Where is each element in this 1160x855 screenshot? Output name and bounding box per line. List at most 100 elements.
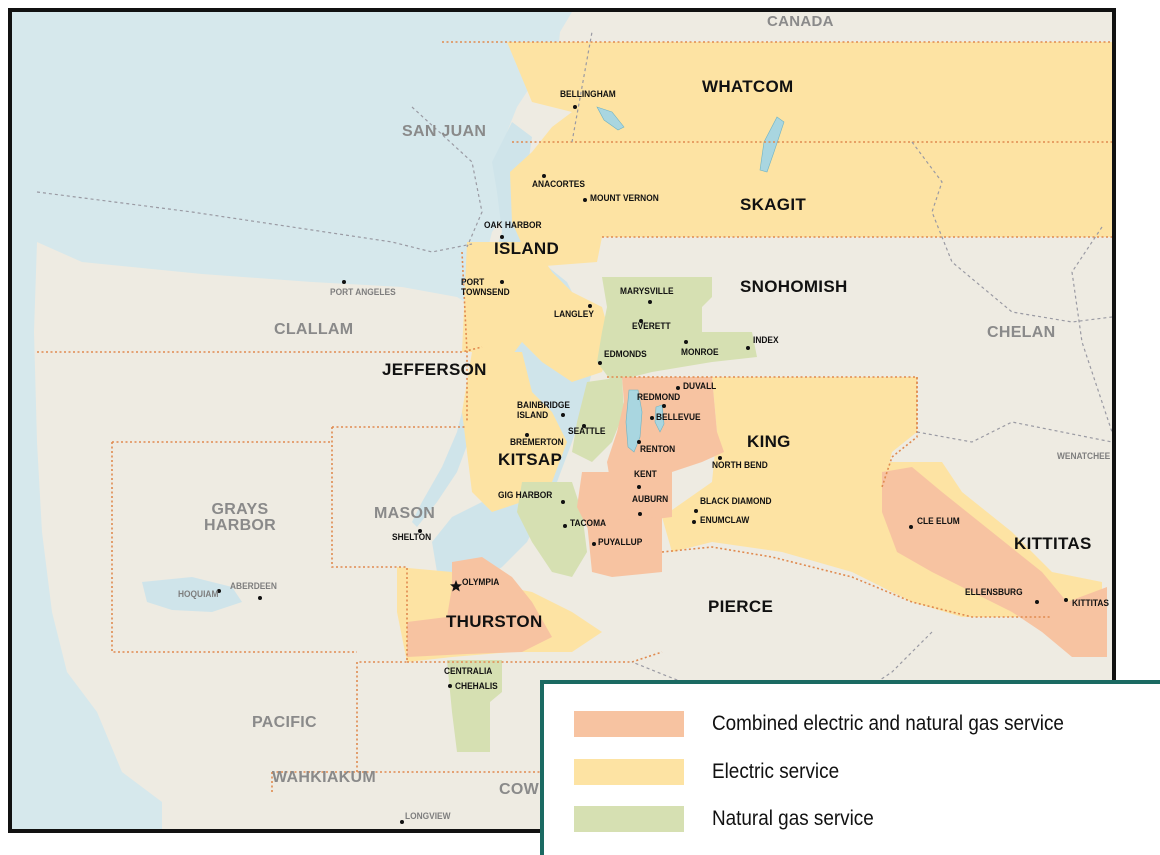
city-dot-gig-harbor — [561, 500, 565, 504]
legend-item-electric: Electric service — [574, 759, 853, 785]
lake-sammamish — [654, 404, 665, 433]
city-dot-mount-vernon — [583, 198, 587, 202]
city-label-longview: LONGVIEW — [405, 811, 451, 822]
county-label-skagit: SKAGIT — [740, 195, 807, 214]
country-label-canada: CANADA — [767, 13, 834, 30]
legend-label-gas: Natural gas service — [712, 807, 874, 830]
city-label-renton: RENTON — [640, 444, 676, 455]
county-label-grays-harbor: GRAYS HARBOR — [204, 501, 277, 534]
city-label-tacoma: TACOMA — [570, 518, 607, 529]
city-dot-longview — [400, 820, 404, 824]
city-dot-puyallup — [592, 542, 596, 546]
city-dot-port-townsend — [500, 280, 504, 284]
gas-snohomish — [597, 277, 757, 382]
city-dot-kent — [637, 485, 641, 489]
city-dot-hoquiam — [258, 596, 262, 600]
county-label-san-juan: SAN JUAN — [402, 123, 487, 140]
city-label-aberdeen: ABERDEEN — [230, 581, 277, 592]
city-label-index: INDEX — [753, 335, 779, 346]
city-dot-edmonds — [598, 361, 602, 365]
legend-item-combined: Combined electric and natural gas servic… — [574, 711, 1103, 737]
city-label-north-bend: NORTH BEND — [712, 460, 768, 471]
city-dot-auburn — [638, 512, 642, 516]
olympia-capital-star — [450, 580, 462, 592]
gas-seattle — [572, 377, 624, 462]
county-label-mason: MASON — [374, 505, 436, 522]
city-label-langley: LANGLEY — [554, 309, 594, 320]
city-label-kent: KENT — [634, 469, 657, 480]
county-label-clallam: CLALLAM — [274, 321, 354, 338]
city-label-enumclaw: ENUMCLAW — [700, 515, 750, 526]
city-dot-north-bend — [718, 456, 722, 460]
city-dot-ellensburg — [1035, 600, 1039, 604]
combined-service-areas — [407, 377, 1107, 657]
county-label-kittitas: KITTITAS — [1014, 534, 1092, 553]
legend-label-electric: Electric service — [712, 760, 840, 783]
electric-king — [662, 377, 1052, 617]
city-dot-marysville — [648, 300, 652, 304]
city-label-port-angeles: PORT ANGELES — [330, 287, 396, 298]
city-dot-cle-elum — [909, 525, 913, 529]
county-label-pierce: PIERCE — [708, 597, 774, 616]
county-label-pacific: PACIFIC — [252, 714, 317, 731]
city-label-monroe: MONROE — [681, 347, 719, 358]
city-label-mount-vernon: MOUNT VERNON — [590, 193, 659, 204]
city-dot-tacoma — [563, 524, 567, 528]
city-dot-bellevue — [650, 416, 654, 420]
city-dot-index — [746, 346, 750, 350]
city-label-chehalis: CHEHALIS — [455, 681, 498, 692]
county-label-island: ISLAND — [494, 239, 560, 258]
legend-swatch-combined — [574, 711, 684, 737]
county-label-king: KING — [747, 432, 791, 451]
city-label-edmonds: EDMONDS — [604, 349, 647, 360]
electric-island-jefferson — [462, 242, 612, 382]
city-label-puyallup: PUYALLUP — [598, 537, 643, 548]
county-label-chelan: CHELAN — [987, 324, 1056, 341]
combined-cle-elum — [882, 467, 1107, 657]
county-label-kitsap: KITSAP — [498, 450, 563, 469]
lakes — [596, 106, 785, 453]
combined-olympia — [407, 557, 552, 657]
city-label-bremerton: BREMERTON — [510, 437, 564, 448]
city-dot-bellingham — [573, 105, 577, 109]
city-dot-seattle — [582, 424, 586, 428]
city-label-gig-harbor: GIG HARBOR — [498, 490, 553, 501]
city-label-duvall: DUVALL — [683, 381, 717, 392]
city-dot-langley — [588, 304, 592, 308]
city-label-cle-elum: CLE ELUM — [917, 516, 960, 527]
city-label-centralia: CENTRALIA — [444, 666, 493, 677]
city-dot-redmond — [662, 404, 666, 408]
lake-washington — [625, 389, 643, 453]
city-dot-port-angeles — [342, 280, 346, 284]
city-dot-duvall — [676, 386, 680, 390]
county-label-wahkiakum: WAHKIAKUM — [272, 769, 377, 786]
city-label-ellensburg: ELLENSBURG — [965, 587, 1023, 598]
city-dot-anacortes — [542, 174, 546, 178]
city-label-black-diamond: BLACK DIAMOND — [700, 496, 772, 507]
city-dot-monroe — [684, 340, 688, 344]
city-label-oak-harbor: OAK HARBOR — [484, 220, 542, 231]
service-area-map: CANADA WHATCOM SAN JUAN SKAGIT ISLAND SN… — [8, 8, 1116, 833]
electric-whatcom-skagit — [507, 42, 1112, 267]
gas-lewis — [447, 660, 502, 752]
county-label-whatcom: WHATCOM — [702, 77, 794, 96]
city-dot-bainbridge-island — [561, 413, 565, 417]
city-label-kittitas-city: KITTITAS — [1072, 598, 1110, 609]
legend-item-gas: Natural gas service — [574, 806, 892, 832]
city-dot-aberdeen — [217, 589, 221, 593]
gas-pierce — [517, 482, 587, 577]
gas-service-areas — [447, 277, 757, 752]
city-label-everett: EVERETT — [632, 321, 671, 332]
city-dot-black-diamond — [694, 509, 698, 513]
city-dot-renton — [637, 440, 641, 444]
city-dot-everett — [639, 319, 643, 323]
city-label-hoquiam: HOQUIAM — [178, 589, 219, 600]
city-dot-bremerton — [525, 433, 529, 437]
combined-puyallup — [587, 517, 662, 577]
city-dot-chehalis — [448, 684, 452, 688]
city-label-redmond: REDMOND — [637, 392, 681, 403]
city-dot-shelton — [418, 529, 422, 533]
city-label-marysville: MARYSVILLE — [620, 286, 674, 297]
city-label-bellevue: BELLEVUE — [656, 412, 701, 423]
legend-swatch-gas — [574, 806, 684, 832]
